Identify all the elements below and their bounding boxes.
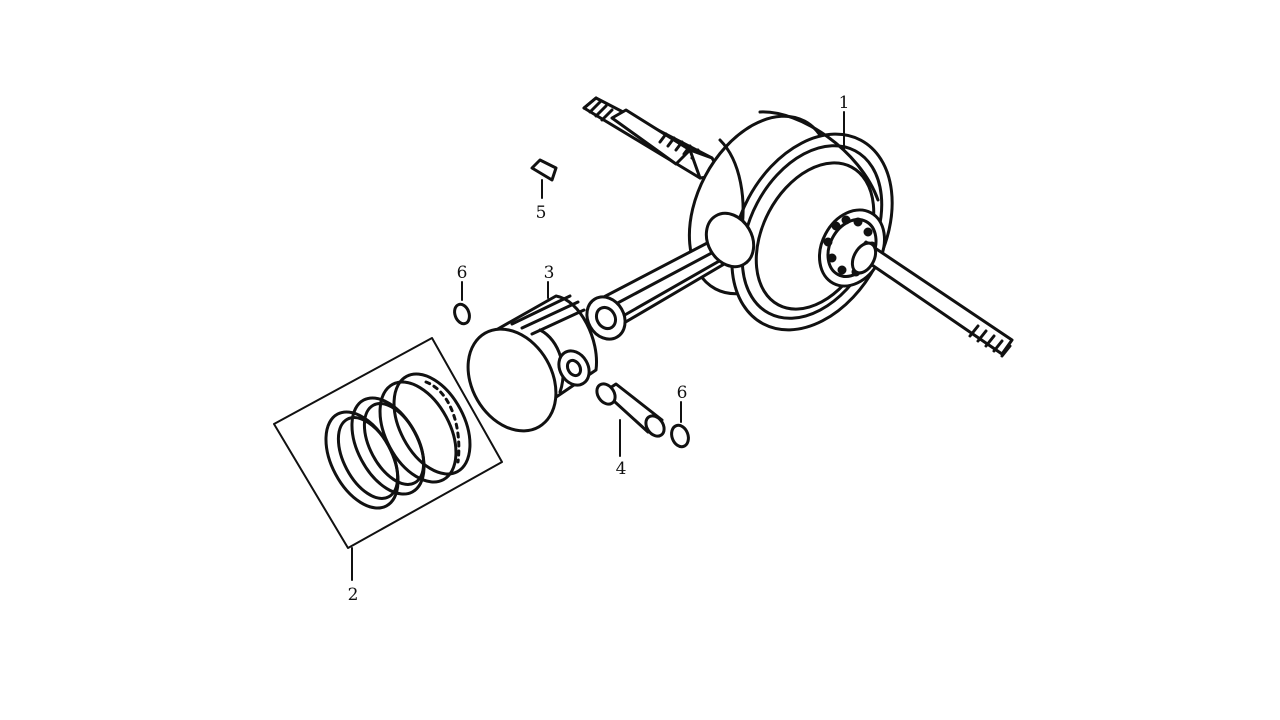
callout-label-4: 4	[616, 459, 627, 479]
crankshaft-flywheel	[687, 110, 894, 332]
piston-pin-clip-lower	[670, 423, 690, 449]
callout-label-6b: 6	[677, 383, 688, 403]
callout-leaders	[351, 111, 845, 581]
crankshaft-left-shaft	[582, 96, 724, 180]
callout-label-2: 2	[348, 585, 359, 605]
piston-pin	[595, 382, 666, 438]
crankshaft-right-shaft	[850, 240, 1014, 358]
piston-ring-set-box	[273, 337, 503, 549]
callout-labels: 1 2 3 4 5 6 6	[348, 93, 850, 605]
callout-label-6a: 6	[457, 263, 468, 283]
callout-label-5: 5	[536, 203, 547, 223]
piston-pin-clip-upper	[453, 302, 471, 326]
woodruff-key	[530, 158, 558, 182]
piston-ring-oil	[378, 372, 472, 484]
piston-ring-set	[273, 337, 503, 549]
connecting-rod	[585, 211, 756, 341]
piston	[466, 294, 598, 433]
callout-label-3: 3	[544, 263, 555, 283]
callout-label-1: 1	[839, 93, 850, 113]
crankshaft	[582, 96, 1014, 358]
piston-ring-2	[350, 396, 426, 496]
